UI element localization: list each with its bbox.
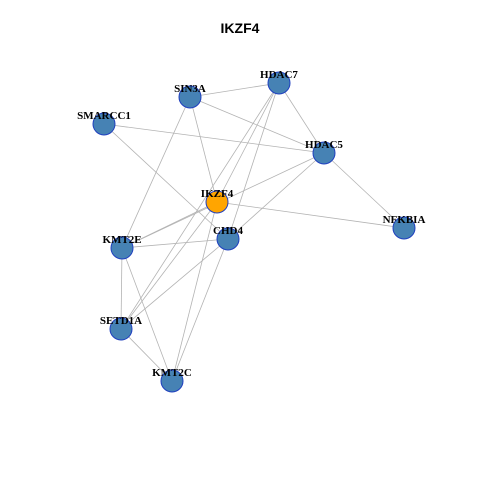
edge-sin3a-hdac7 [189,82,280,98]
node-ikzf4 [205,190,229,214]
node-setd1a [109,317,133,341]
edge-ikzf4-nfkbia [216,201,405,229]
edge-chd4-setd1a [120,238,229,330]
node-smarcc1 [92,112,116,136]
edge-kmt2e-kmt2c [121,247,173,382]
node-hdac5 [312,141,336,165]
edge-hdac7-chd4 [227,82,280,240]
edge-chd4-kmt2c [171,238,229,382]
node-label-smarcc1: SMARCC1 [77,110,131,122]
edge-ikzf4-kmt2e [121,201,218,249]
node-nfkbia [392,216,416,240]
edge-hdac7-hdac5 [278,82,325,154]
edge-smarcc1-chd4 [103,123,229,240]
node-label-sin3a: SIN3A [174,83,206,95]
node-label-kmt2e: KMT2E [102,234,141,246]
node-label-nfkbia: NFKBIA [383,214,426,226]
edge-ikzf4-setd1a [120,201,218,330]
edge-hdac5-nfkbia [323,152,405,229]
nodes-layer [92,71,416,393]
node-label-hdac5: HDAC5 [305,139,343,151]
node-chd4 [216,227,240,251]
node-label-setd1a: SETD1A [100,315,142,327]
edge-ikzf4-kmt2c [171,201,218,382]
node-kmt2e [110,236,134,260]
node-label-kmt2c: KMT2C [152,367,192,379]
node-label-hdac7: HDAC7 [260,69,298,81]
node-kmt2c [160,369,184,393]
diagram-title: IKZF4 [220,20,260,36]
edge-kmt2e-setd1a [120,247,123,330]
edge-hdac5-chd4 [227,152,325,240]
edge-smarcc1-hdac5 [103,123,325,154]
edge-setd1a-kmt2c [120,328,173,382]
node-hdac7 [267,71,291,95]
edge-chd4-kmt2e [121,238,229,249]
edge-hdac7-ikzf4 [216,82,280,203]
node-sin3a [178,85,202,109]
edge-sin3a-ikzf4 [189,96,218,203]
edge-hdac7-setd1a [120,82,280,330]
node-label-chd4: CHD4 [213,225,243,237]
node-label-ikzf4: IKZF4 [201,188,234,200]
edges-layer [103,82,405,382]
